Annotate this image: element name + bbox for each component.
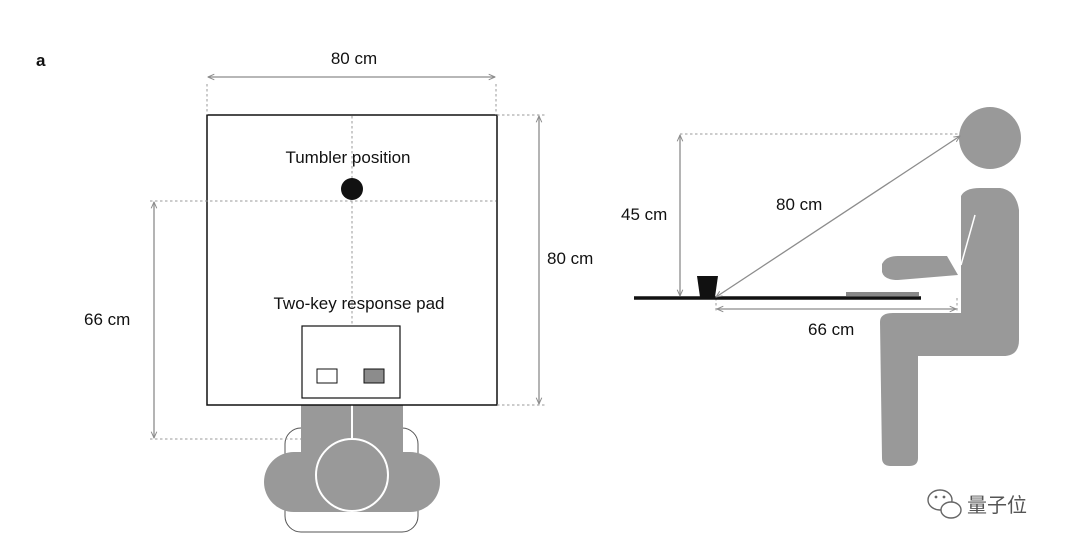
watermark: 量子位 [927, 489, 1027, 519]
participant-top-view [264, 404, 440, 533]
pad-key-right [363, 368, 385, 384]
pad-key-left [316, 368, 338, 384]
response-pad-side [846, 292, 919, 296]
top-view: Tumbler position Two-key response pad 80… [84, 49, 593, 533]
side-view: 45 cm 80 cm 66 cm [621, 107, 1021, 466]
response-pad [301, 325, 401, 399]
top-width-label: 80 cm [331, 49, 377, 68]
tumbler-cup [697, 276, 718, 297]
participant-side-view [880, 107, 1021, 466]
tumbler-dot [341, 178, 363, 200]
wechat-icon [927, 489, 962, 519]
top-distance-label: 66 cm [84, 310, 130, 329]
watermark-text: 量子位 [967, 493, 1027, 517]
side-distance-label: 66 cm [808, 320, 854, 339]
response-pad-label: Two-key response pad [273, 294, 444, 313]
side-diagonal-arrow [716, 136, 960, 297]
side-diagonal-label: 80 cm [776, 195, 822, 214]
side-height-label: 45 cm [621, 205, 667, 224]
panel-label: a [36, 51, 46, 70]
top-height-label: 80 cm [547, 249, 593, 268]
tumbler-position-label: Tumbler position [285, 148, 410, 167]
